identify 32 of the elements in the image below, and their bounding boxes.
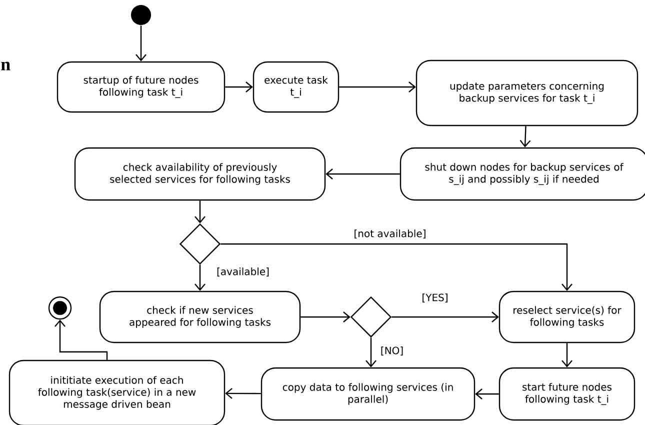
action-box: start future nodes following task t_i [498, 367, 636, 421]
arrow [366, 338, 376, 368]
arrow [136, 26, 146, 62]
arrow [225, 82, 253, 92]
arrow [520, 126, 531, 148]
action-box: startup of future nodes following task t_i [56, 61, 226, 113]
edge-label: [available] [216, 266, 270, 278]
edge-label: [not available] [352, 228, 428, 240]
arrow [54, 320, 108, 360]
action-box: check availability of previously selected services for following tasks [74, 147, 326, 201]
arrow [300, 312, 350, 322]
arrow [475, 388, 499, 400]
action-box: inititiate execution of each following task(service) in a new message driven bean [8, 360, 226, 425]
action-box: update parameters concerning backup services for task t_i [416, 60, 638, 126]
arrow [392, 312, 499, 322]
action-box: execute task t_i [252, 61, 340, 113]
arrow [562, 343, 572, 368]
start-dot [131, 5, 151, 25]
arrow [194, 200, 206, 224]
action-box: check if new services appeared for following tasks [99, 290, 301, 344]
arrow [220, 243, 572, 291]
end-circle [48, 296, 72, 320]
arrow [225, 388, 261, 399]
arrow [194, 264, 206, 291]
edge-label: [YES] [420, 292, 450, 304]
cropped-letter: n [1, 62, 10, 70]
arrow [339, 82, 416, 92]
action-box: reselect service(s) for following tasks [498, 290, 636, 344]
action-box: copy data to following services (in parallel) [260, 367, 476, 421]
action-box: shut down nodes for backup services of s_ij and possibly s_ij if needed [400, 147, 645, 201]
arrow [326, 168, 400, 180]
edge-label: [NO] [379, 346, 405, 356]
